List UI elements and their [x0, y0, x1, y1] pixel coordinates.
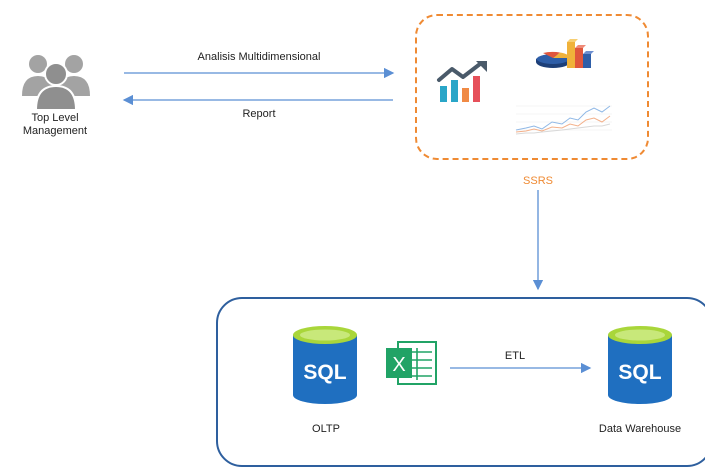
- users-group-icon: [22, 55, 90, 111]
- warehouse-badge: SQL: [618, 361, 661, 384]
- request-label: Analisis Multidimensional: [197, 51, 321, 63]
- warehouse-label: Data Warehouse: [598, 423, 682, 435]
- connectors: [122, 67, 592, 374]
- excel-glyph: X: [392, 354, 405, 376]
- actor-label-line1: Top Level: [31, 112, 79, 124]
- ssrs-label: SSRS: [523, 175, 553, 187]
- response-label: Report: [242, 108, 276, 120]
- excel-icon: X: [386, 341, 437, 385]
- oltp-badge: SQL: [303, 361, 346, 384]
- oltp-sql-database-icon: SQL: [293, 326, 357, 404]
- ssrs-box: [415, 14, 649, 160]
- oltp-label: OLTP: [312, 423, 340, 435]
- trend-bar-chart-icon: [437, 61, 487, 102]
- 3d-pie-bar-chart-icon: [536, 39, 594, 68]
- etl-label: ETL: [504, 350, 526, 362]
- line-chart-thumbnail-icon: [512, 98, 614, 138]
- warehouse-sql-database-icon: SQL: [608, 326, 672, 404]
- actor-label-line2: Management: [22, 125, 88, 137]
- top-level-management: Top Level Management: [10, 52, 100, 147]
